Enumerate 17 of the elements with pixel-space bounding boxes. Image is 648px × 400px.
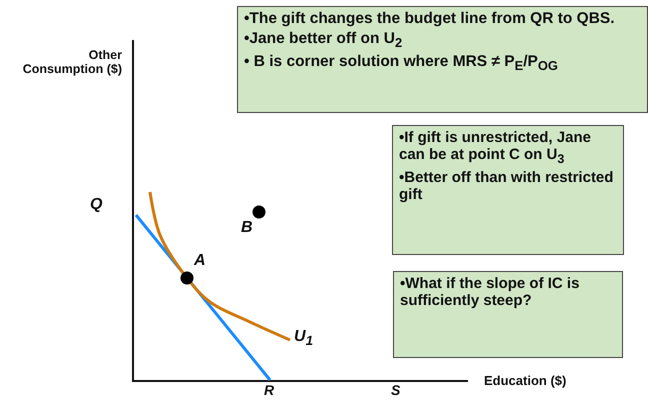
bullet-text: •If gift is unrestricted, Jane can be at point C on U$_{3}$ [399,129,592,167]
note-box [393,271,623,358]
point-label: Q [90,196,102,214]
curve-label: U$_{1}$ [294,328,313,348]
bullet-text: •The gift changes the budget line from QR to QBS. [244,10,616,28]
axis-point-label: S [391,382,400,398]
axis-label: Other Consumption ($) [22,48,122,76]
note-box [237,6,648,113]
bullet-text: •Better off than with restricted gift [399,168,614,204]
bullet-text: •What if the slope of IC is sufficiently steep? [400,275,580,310]
note-box [392,125,624,255]
point-label: B [241,219,253,237]
bullet-text: • B is corner solution where MRS ≠ P$_{E}$/P$_{OG}$ [244,52,559,74]
axis-label: Education ($) [484,373,566,388]
bullet-text: •Jane better off on U$_{2}$ [244,30,404,51]
point-label: A [194,252,206,270]
axis-point-label: R [264,382,274,398]
